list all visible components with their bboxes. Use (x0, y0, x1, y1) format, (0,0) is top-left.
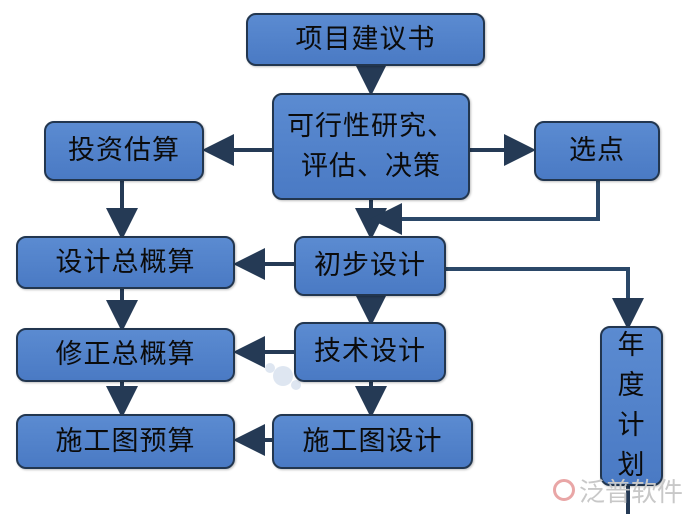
node-investment-estimate-label: 投资估算 (68, 135, 180, 166)
node-preliminary-design-label: 初步设计 (314, 250, 426, 281)
faint-snowflake-mark (265, 363, 301, 390)
node-construction-budget-label: 施工图预算 (55, 425, 196, 457)
node-site-selection-label: 选点 (569, 135, 625, 166)
node-annual-plan: 年 度 计 划 (600, 326, 663, 486)
node-construction-budget: 施工图预算 (16, 414, 235, 469)
node-proposal-label: 项目建议书 (295, 23, 436, 55)
node-investment-estimate: 投资估算 (44, 121, 204, 181)
node-annual-plan-label: 年 度 计 划 (617, 330, 646, 481)
node-preliminary-design: 初步设计 (294, 236, 446, 296)
node-construction-drawing: 施工图设计 (272, 414, 473, 469)
node-construction-drawing-label: 施工图设计 (302, 425, 443, 457)
node-technical-design-label: 技术设计 (314, 336, 426, 367)
node-design-budget: 设计总概算 (16, 236, 235, 289)
node-revised-budget: 修正总概算 (16, 328, 235, 382)
node-proposal: 项目建议书 (246, 13, 485, 66)
node-design-budget-label: 设计总概算 (55, 246, 196, 278)
watermark-logo-icon (553, 479, 575, 501)
node-feasibility: 可行性研究、 评估、决策 (272, 93, 470, 200)
node-revised-budget-label: 修正总概算 (55, 339, 196, 370)
watermark-text: 泛普软件 (579, 477, 684, 508)
arrow-preliminary-to-annual-plan (446, 267, 644, 330)
watermark: 泛普软件 (553, 470, 683, 510)
node-site-selection: 选点 (534, 121, 660, 181)
node-feasibility-label: 可行性研究、 评估、决策 (287, 110, 455, 182)
node-technical-design: 技术设计 (294, 322, 446, 382)
arrow-site-to-preliminary (370, 181, 600, 235)
